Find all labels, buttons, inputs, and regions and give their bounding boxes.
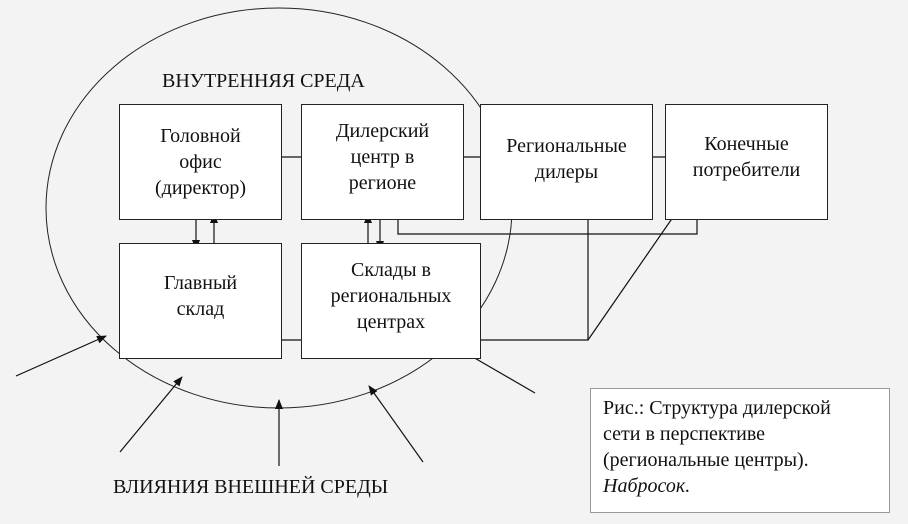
caption-line-3: (региональные центры). bbox=[603, 449, 809, 471]
internal-environment-label: ВНУТРЕННЯЯ СРЕДА bbox=[162, 70, 365, 92]
arrow-main-warehouse-to-end-consumers bbox=[587, 206, 681, 341]
caption-line-2: сети в перспективе bbox=[603, 423, 766, 445]
caption-note: Набросок. bbox=[603, 475, 691, 497]
dealer-center-box: Дилерский центр в регионе bbox=[301, 104, 464, 220]
external-influence-arrow-2 bbox=[119, 376, 183, 453]
regional-dealers-box: Региональные дилеры bbox=[480, 104, 653, 220]
external-influence-arrow-1 bbox=[15, 335, 107, 377]
head-office-box: Головной офис (директор) bbox=[119, 104, 282, 220]
main-warehouse-box: Главный склад bbox=[119, 243, 282, 359]
end-consumers-box: Конечные потребители bbox=[665, 104, 828, 220]
regional-warehouses-box: Склады в региональных центрах bbox=[301, 243, 481, 359]
external-influence-arrow-4 bbox=[368, 385, 424, 463]
external-environment-label: ВЛИЯНИЯ ВНЕШНЕЙ СРЕДЫ bbox=[113, 476, 389, 498]
figure-caption: Рис.: Структура дилерской сети в перспек… bbox=[590, 388, 890, 513]
caption-line-1: Рис.: Структура дилерской bbox=[603, 397, 831, 419]
